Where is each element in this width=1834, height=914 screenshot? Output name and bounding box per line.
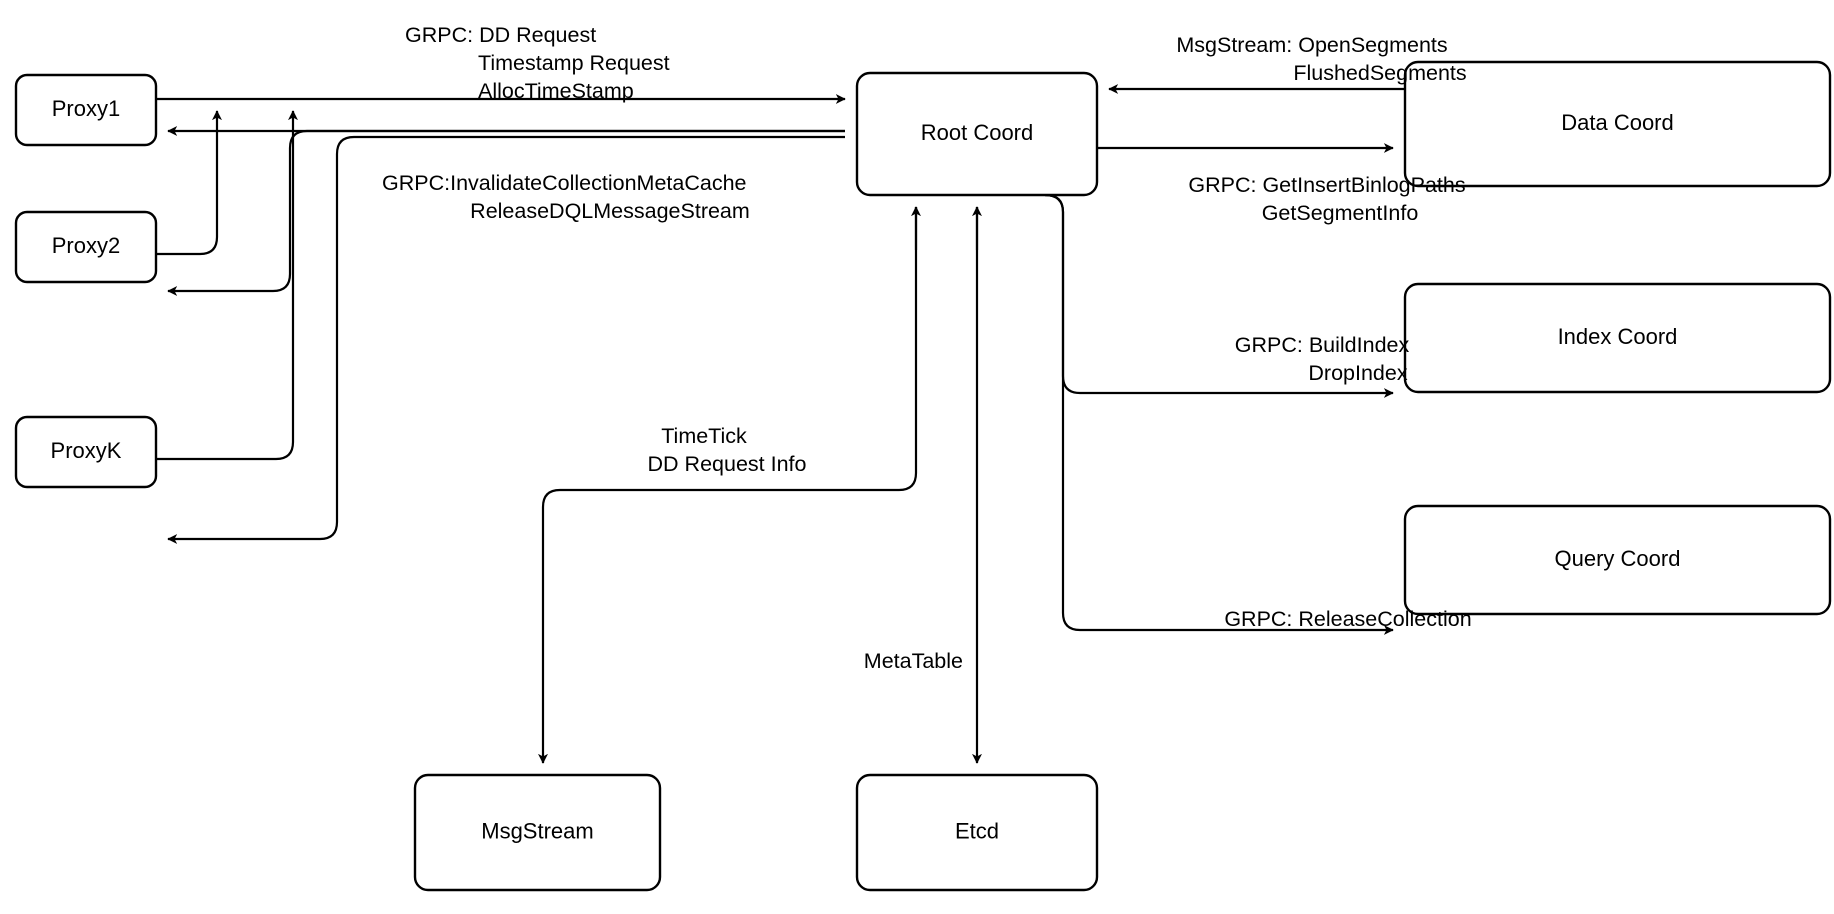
edge-label-datacoord-to-root-line1: MsgStream: OpenSegments: [1176, 33, 1447, 57]
node-etcd[interactable]: Etcd: [855, 773, 1099, 892]
node-rect-etcd[interactable]: [855, 773, 1099, 892]
node-rect-querycoord[interactable]: [1403, 504, 1832, 616]
edge-label-root-to-datacoord-line2: GetSegmentInfo: [1262, 201, 1419, 225]
edge-path-rootcoord-to-msgstream: [538, 207, 918, 764]
node-msgstream[interactable]: MsgStream: [413, 773, 662, 892]
edge-rootcoord-to-proxyk: [167, 135, 845, 544]
node-rootcoord[interactable]: Root Coord: [855, 71, 1099, 197]
node-label-datacoord: Data Coord: [1561, 110, 1674, 135]
edge-rootcoord-to-msgstream: [538, 207, 918, 764]
edge-label-root-to-indexcoord-line1: GRPC: BuildIndex: [1235, 333, 1410, 357]
node-rect-proxyk[interactable]: [14, 415, 158, 489]
edge-path-proxy2-to-rootcoord: [156, 110, 222, 256]
edge-label-root-to-datacoord-line1: GRPC: GetInsertBinlogPaths: [1188, 173, 1465, 197]
edge-label-root-to-etcd: MetaTable: [864, 649, 963, 673]
node-label-proxy1: Proxy1: [52, 96, 120, 121]
edge-label-datacoord-to-root-line2: FlushedSegments: [1293, 61, 1466, 85]
node-rect-datacoord[interactable]: [1403, 60, 1832, 188]
edge-proxy2-to-rootcoord: [156, 110, 222, 256]
edge-rootcoord-to-proxy2: [167, 129, 845, 296]
node-datacoord[interactable]: Data Coord: [1403, 60, 1832, 188]
edge-label-root-to-proxy-line2: ReleaseDQLMessageStream: [470, 199, 750, 223]
edge-label-root-to-indexcoord: GRPC: BuildIndex DropIndex: [1235, 333, 1410, 385]
node-proxy1[interactable]: Proxy1: [14, 73, 158, 147]
edge-label-root-to-msgstream-line1: TimeTick: [661, 424, 747, 448]
node-label-proxyk: ProxyK: [51, 438, 122, 463]
node-proxy2[interactable]: Proxy2: [14, 210, 158, 284]
node-rect-rootcoord[interactable]: [855, 71, 1099, 197]
edge-path-rootcoord-to-querycoord: [1044, 193, 1394, 635]
node-label-querycoord: Query Coord: [1555, 546, 1681, 571]
edge-label-root-to-indexcoord-line2: DropIndex: [1308, 361, 1407, 385]
node-rect-proxy2[interactable]: [14, 210, 158, 284]
edge-label-root-to-msgstream: TimeTick DD Request Info: [648, 424, 807, 476]
node-rect-proxy1[interactable]: [14, 73, 158, 147]
edge-label-root-to-querycoord-line1: GRPC: ReleaseCollection: [1224, 607, 1471, 631]
edge-path-proxyk-to-rootcoord: [156, 110, 298, 461]
node-label-msgstream: MsgStream: [481, 818, 593, 843]
node-rect-indexcoord[interactable]: [1403, 282, 1832, 394]
node-label-indexcoord: Index Coord: [1558, 324, 1678, 349]
edge-label-root-to-querycoord: GRPC: ReleaseCollection: [1224, 607, 1471, 631]
edge-label-root-to-proxy: GRPC:InvalidateCollectionMetaCache Relea…: [382, 171, 750, 223]
edge-label-root-to-etcd-line1: MetaTable: [864, 649, 963, 673]
node-label-proxy2: Proxy2: [52, 233, 120, 258]
node-indexcoord[interactable]: Index Coord: [1403, 282, 1832, 394]
edge-label-proxy-to-root-line1: GRPC: DD Request: [405, 23, 596, 47]
edge-label-proxy-to-root-line2: Timestamp Request: [478, 51, 670, 75]
edge-proxyk-to-rootcoord: [156, 110, 298, 461]
edge-label-root-to-msgstream-line2: DD Request Info: [648, 452, 807, 476]
edge-path-rootcoord-to-proxyk: [167, 135, 845, 544]
edge-label-root-to-proxy-line1: GRPC:InvalidateCollectionMetaCache: [382, 171, 746, 195]
node-proxyk[interactable]: ProxyK: [14, 415, 158, 489]
node-label-rootcoord: Root Coord: [921, 120, 1034, 145]
edge-label-datacoord-to-root: MsgStream: OpenSegments FlushedSegments: [1176, 33, 1466, 85]
node-label-etcd: Etcd: [955, 818, 999, 843]
node-querycoord[interactable]: Query Coord: [1403, 504, 1832, 616]
edge-label-root-to-datacoord: GRPC: GetInsertBinlogPaths GetSegmentInf…: [1188, 173, 1465, 225]
edge-label-proxy-to-root: GRPC: DD Request Timestamp Request Alloc…: [405, 23, 670, 103]
node-rect-msgstream[interactable]: [413, 773, 662, 892]
edge-label-proxy-to-root-line3: AllocTimeStamp: [478, 79, 634, 103]
edge-path-rootcoord-to-proxy2: [167, 129, 845, 296]
edge-rootcoord-to-querycoord: [1044, 193, 1394, 635]
